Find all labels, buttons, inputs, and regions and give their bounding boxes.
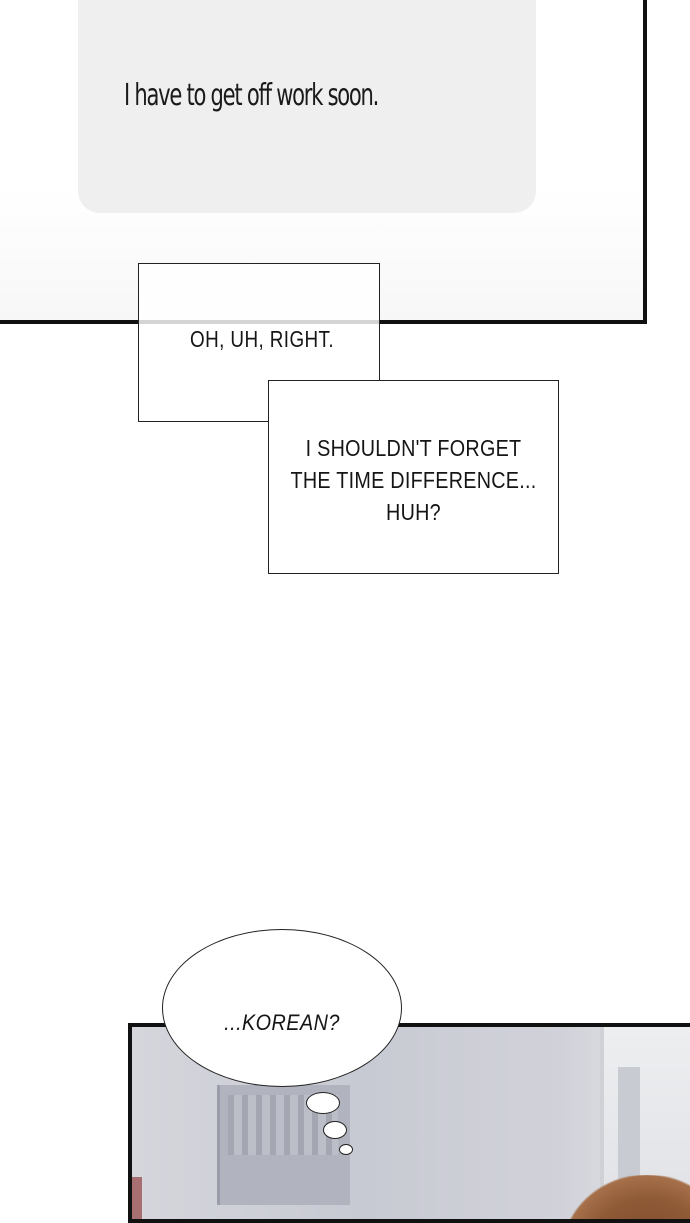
speech-bubble-text: ...KOREAN?	[224, 1010, 340, 1035]
message-bubble	[78, 0, 536, 213]
thought-dot	[339, 1144, 353, 1155]
caption-2-line: THE TIME DIFFERENCE...	[290, 467, 537, 493]
thought-dot	[306, 1092, 340, 1114]
caption-1-text: OH, UH, RIGHT.	[190, 326, 335, 352]
caption-2-line: I SHOULDN'T FORGET	[305, 435, 522, 461]
caption-2-text: I SHOULDN'T FORGET THE TIME DIFFERENCE..…	[288, 432, 538, 528]
caption-2-line: HUH?	[386, 499, 441, 525]
background-object	[132, 1177, 142, 1219]
thought-dot	[323, 1121, 347, 1139]
caption-box-2	[268, 380, 559, 574]
message-text: I have to get off work soon.	[124, 78, 379, 113]
speech-bubble	[162, 929, 402, 1087]
